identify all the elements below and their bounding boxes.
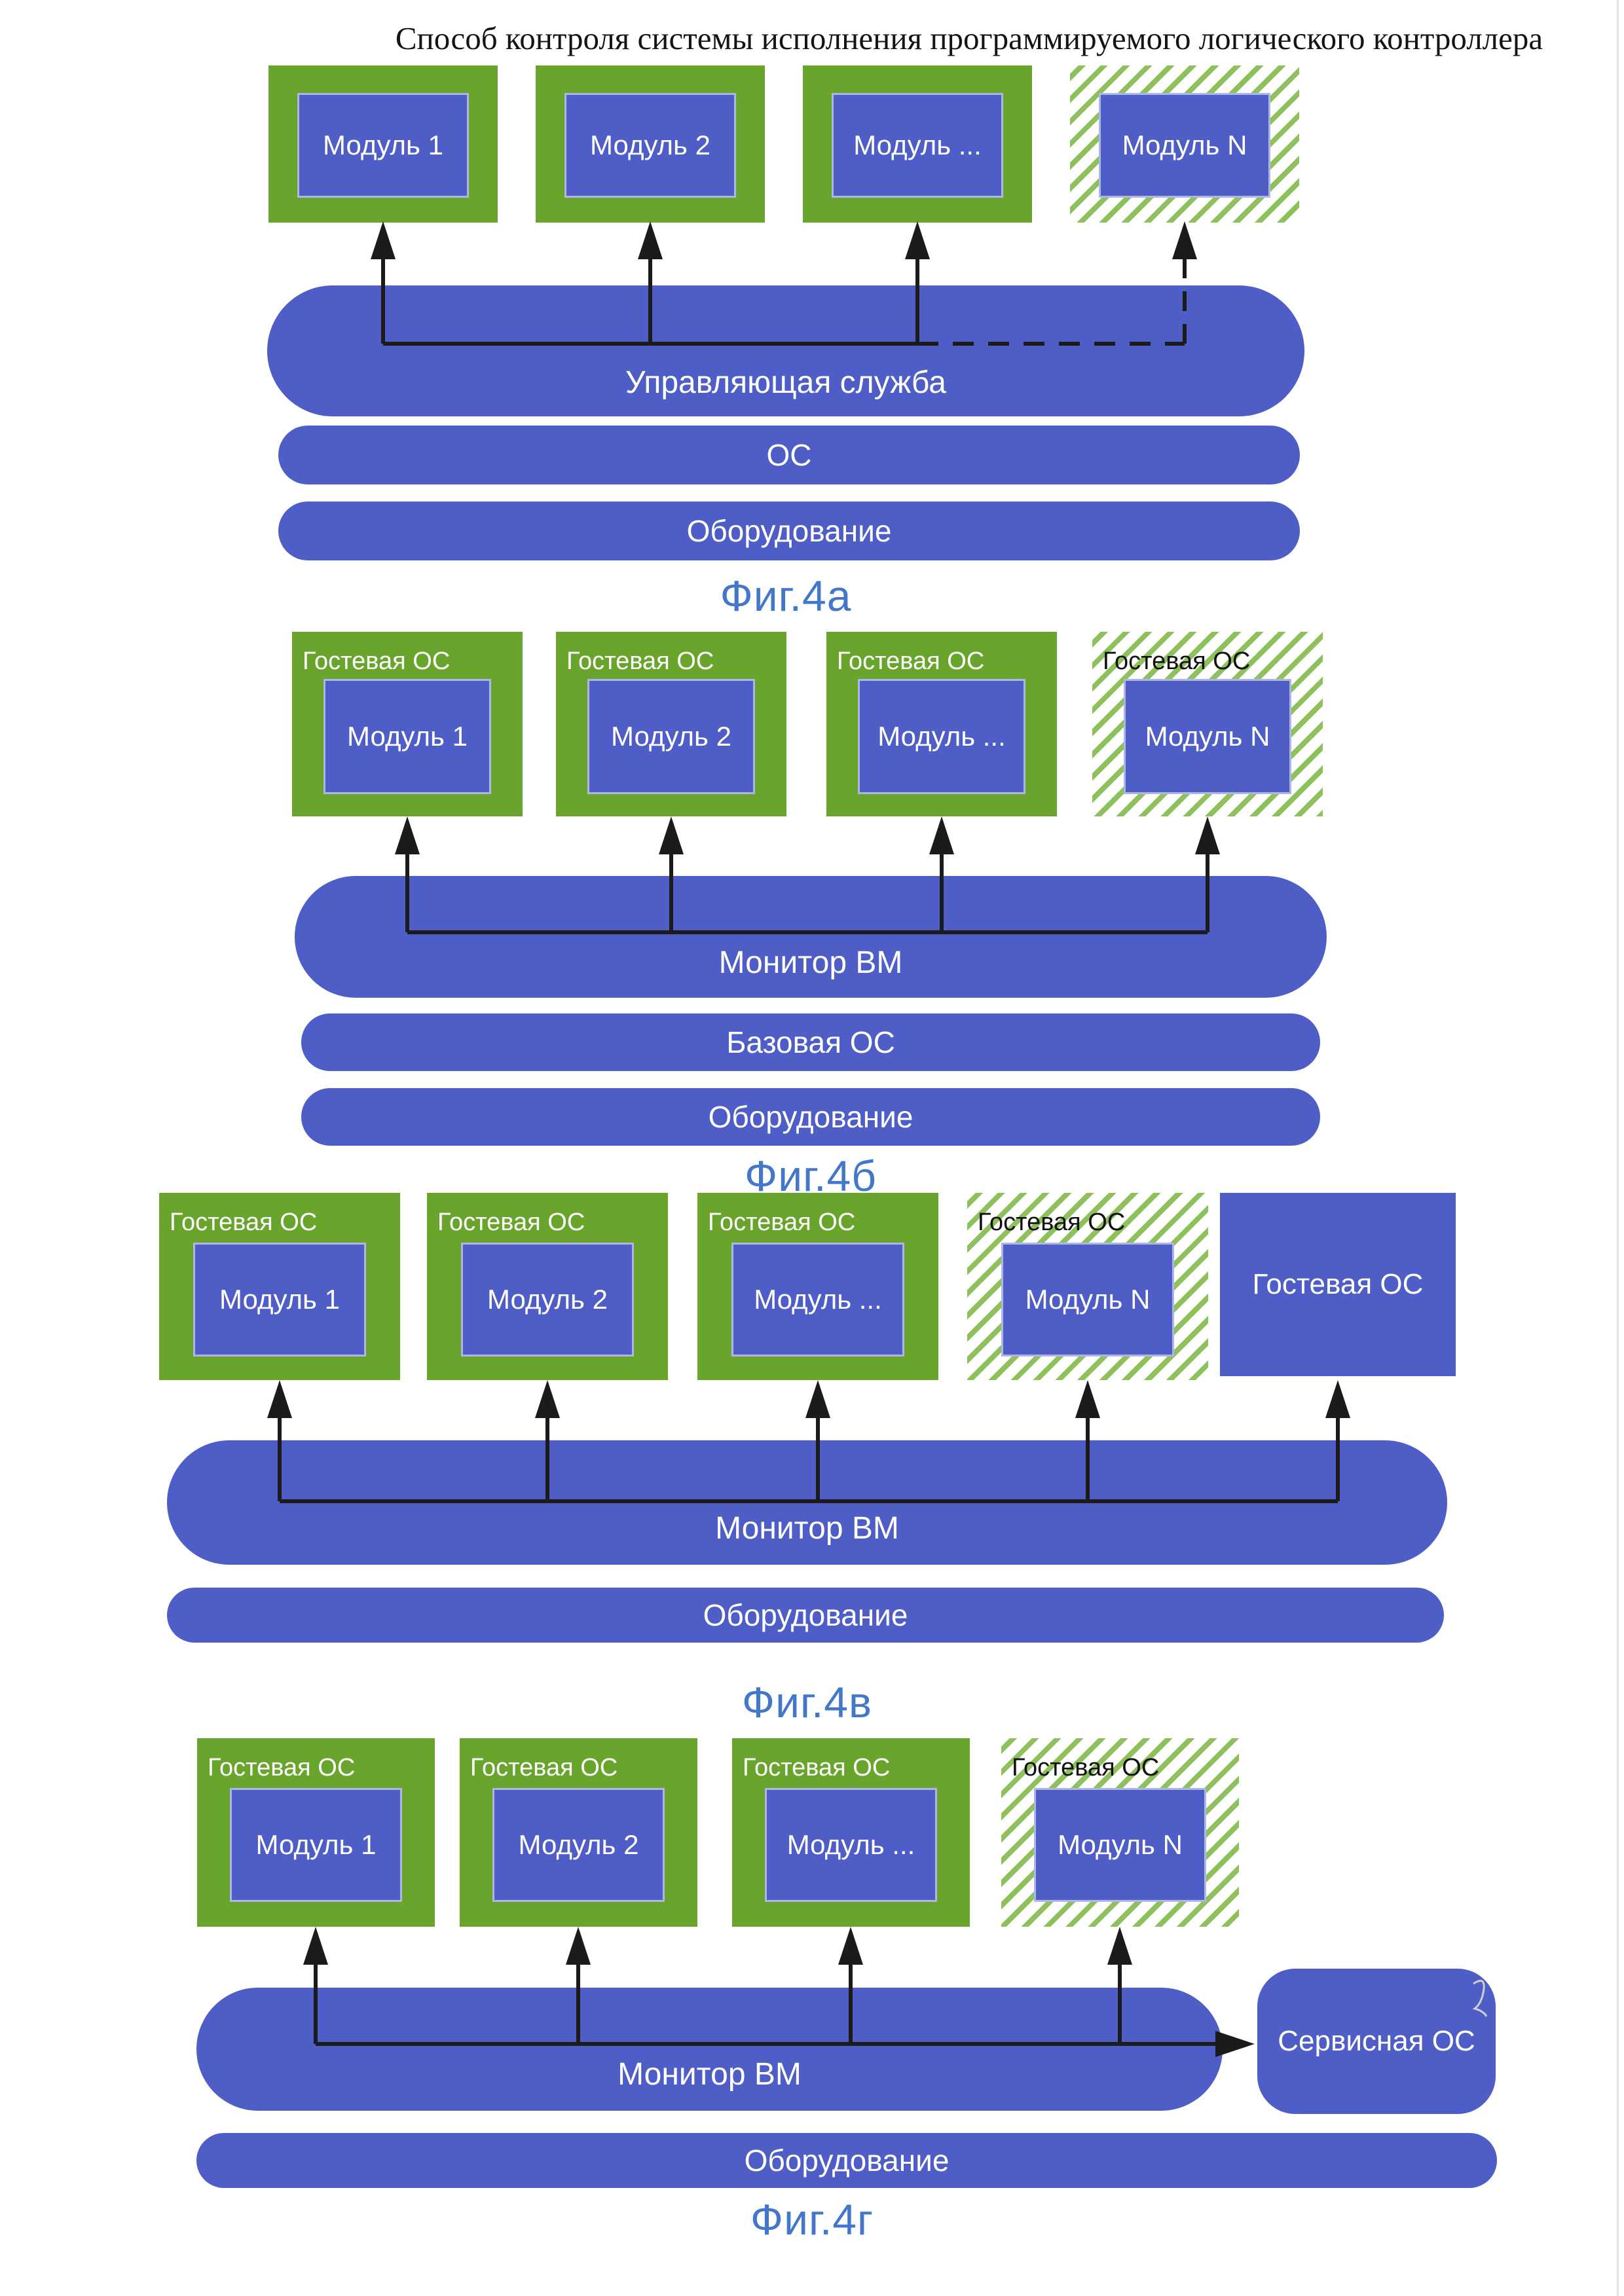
module-label: Модуль 1 bbox=[219, 1284, 340, 1315]
layer-hardware: Оборудование bbox=[278, 501, 1300, 560]
figure-caption: Фиг.4а bbox=[720, 572, 852, 620]
layer-base-os: Базовая ОС bbox=[301, 1013, 1320, 1071]
module-box: Модуль ... bbox=[765, 1788, 937, 1902]
guest-os-label: Гостевая ОС bbox=[708, 1209, 856, 1236]
module-label: Модуль N bbox=[1145, 721, 1270, 752]
scan-edge-line bbox=[1617, 0, 1619, 2296]
module-frame: Гостевая ОС Модуль 2 bbox=[427, 1193, 668, 1380]
layer-label: Оборудование bbox=[744, 2143, 950, 2178]
module-label: Модуль N bbox=[1122, 130, 1247, 160]
module-frame-hatched: Гостевая ОС Модуль N bbox=[1092, 632, 1323, 816]
module-frame: Гостевая ОС Модуль 2 bbox=[556, 632, 786, 816]
layer-label: Оборудование bbox=[686, 514, 892, 548]
layer-label: ОС bbox=[766, 438, 812, 472]
module-box: Модуль 1 bbox=[230, 1788, 402, 1902]
service-os-label: Сервисная ОС bbox=[1278, 2025, 1475, 2057]
layer-vm-monitor: Монитор ВМ bbox=[295, 876, 1327, 998]
service-os-box: Сервисная ОС bbox=[1257, 1969, 1496, 2114]
guest-os-label: Гостевая ОС bbox=[1103, 647, 1251, 675]
module-label: Модуль 2 bbox=[611, 721, 731, 752]
guest-os-label: Гостевая ОС bbox=[743, 1754, 891, 1781]
module-frame-hatched: Гостевая ОС Модуль N bbox=[1001, 1738, 1239, 1927]
module-box: Модуль 2 bbox=[587, 679, 755, 794]
module-frame-hatched: Модуль N bbox=[1070, 65, 1299, 223]
module-box: Модуль 1 bbox=[297, 93, 469, 198]
module-box: Модуль N bbox=[1099, 93, 1270, 198]
module-frame: Гостевая ОС Модуль 1 bbox=[159, 1193, 400, 1380]
standalone-guest-os-box: Гостевая ОС bbox=[1220, 1193, 1456, 1376]
guest-os-label: Гостевая ОС bbox=[566, 647, 714, 675]
module-label: Модуль 2 bbox=[518, 1829, 639, 1860]
module-box: Модуль 2 bbox=[564, 93, 736, 198]
page-title: Способ контроля системы исполнения прогр… bbox=[395, 20, 1543, 56]
module-label: Модуль 1 bbox=[255, 1829, 377, 1860]
module-box: Модуль N bbox=[1001, 1243, 1174, 1357]
module-label: Модуль 2 bbox=[487, 1284, 608, 1315]
figure-caption: Фиг.4г bbox=[750, 2195, 874, 2244]
module-label: Модуль 1 bbox=[347, 721, 468, 752]
module-frame: Гостевая ОС Модуль 2 bbox=[460, 1738, 697, 1927]
layer-hardware: Оборудование bbox=[301, 1088, 1320, 1146]
module-label: Модуль N bbox=[1058, 1829, 1183, 1860]
module-frame: Модуль 2 bbox=[536, 65, 765, 223]
guest-os-label: Гостевая ОС bbox=[170, 1209, 318, 1236]
guest-os-label: Гостевая ОС bbox=[837, 647, 985, 675]
fig4a-arrowheads bbox=[371, 221, 1197, 259]
module-label: Модуль ... bbox=[754, 1284, 882, 1315]
layer-vm-monitor: Монитор ВМ bbox=[167, 1440, 1447, 1565]
figure-caption: Фиг.4в bbox=[741, 1678, 873, 1726]
module-frame-hatched: Гостевая ОС Модуль N bbox=[967, 1193, 1208, 1380]
guest-os-label: Гостевая ОС bbox=[303, 647, 451, 675]
module-box: Модуль 1 bbox=[193, 1243, 366, 1357]
layer-label: Монитор ВМ bbox=[715, 1511, 899, 1546]
module-box: Модуль 2 bbox=[492, 1788, 665, 1902]
fig4v-arrowheads bbox=[267, 1380, 1350, 1418]
layer-label: Управляющая служба bbox=[625, 365, 946, 400]
module-box: Модуль N bbox=[1034, 1788, 1206, 1902]
module-box: Модуль ... bbox=[858, 679, 1025, 794]
module-box: Модуль 1 bbox=[323, 679, 491, 794]
layer-label: Оборудование bbox=[708, 1100, 913, 1134]
module-frame: Модуль 1 bbox=[268, 65, 498, 223]
module-frame: Гостевая ОС Модуль 1 bbox=[197, 1738, 435, 1927]
module-box: Модуль ... bbox=[832, 93, 1003, 198]
guest-os-label: Гостевая ОС bbox=[1012, 1754, 1160, 1781]
module-frame: Модуль ... bbox=[803, 65, 1032, 223]
module-box: Модуль ... bbox=[731, 1243, 904, 1357]
module-frame: Гостевая ОС Модуль ... bbox=[732, 1738, 970, 1927]
guest-os-label: Гостевая ОС bbox=[470, 1754, 618, 1781]
module-label: Модуль ... bbox=[853, 130, 982, 160]
module-label: Модуль N bbox=[1025, 1284, 1151, 1315]
module-label: Модуль ... bbox=[786, 1829, 915, 1860]
module-frame: Гостевая ОС Модуль ... bbox=[826, 632, 1057, 816]
module-label: Модуль ... bbox=[877, 721, 1006, 752]
fig4b-arrowheads bbox=[395, 816, 1220, 854]
module-frame: Гостевая ОС Модуль 1 bbox=[292, 632, 523, 816]
layer-label: Монитор ВМ bbox=[618, 2057, 802, 2092]
module-box: Модуль 2 bbox=[461, 1243, 634, 1357]
figure-caption: Фиг.4б bbox=[745, 1152, 877, 1200]
layer-hardware: Оборудование bbox=[167, 1588, 1444, 1643]
layer-os: ОС bbox=[278, 426, 1300, 484]
module-frame: Гостевая ОС Модуль ... bbox=[697, 1193, 938, 1380]
layer-label: Монитор ВМ bbox=[718, 945, 903, 980]
layer-label: Базовая ОС bbox=[726, 1025, 895, 1059]
module-label: Модуль 2 bbox=[590, 130, 710, 160]
layer-label: Оборудование bbox=[703, 1598, 908, 1632]
guest-os-label: Гостевая ОС bbox=[978, 1209, 1126, 1236]
layer-hardware: Оборудование bbox=[196, 2133, 1497, 2188]
layer-control-service: Управляющая служба bbox=[267, 285, 1304, 416]
module-label: Модуль 1 bbox=[323, 130, 443, 160]
guest-os-box-label: Гостевая ОС bbox=[1252, 1268, 1424, 1300]
guest-os-label: Гостевая ОС bbox=[437, 1209, 585, 1236]
guest-os-label: Гостевая ОС bbox=[208, 1754, 356, 1781]
module-box: Модуль N bbox=[1124, 679, 1291, 794]
layer-vm-monitor: Монитор ВМ bbox=[196, 1988, 1223, 2111]
